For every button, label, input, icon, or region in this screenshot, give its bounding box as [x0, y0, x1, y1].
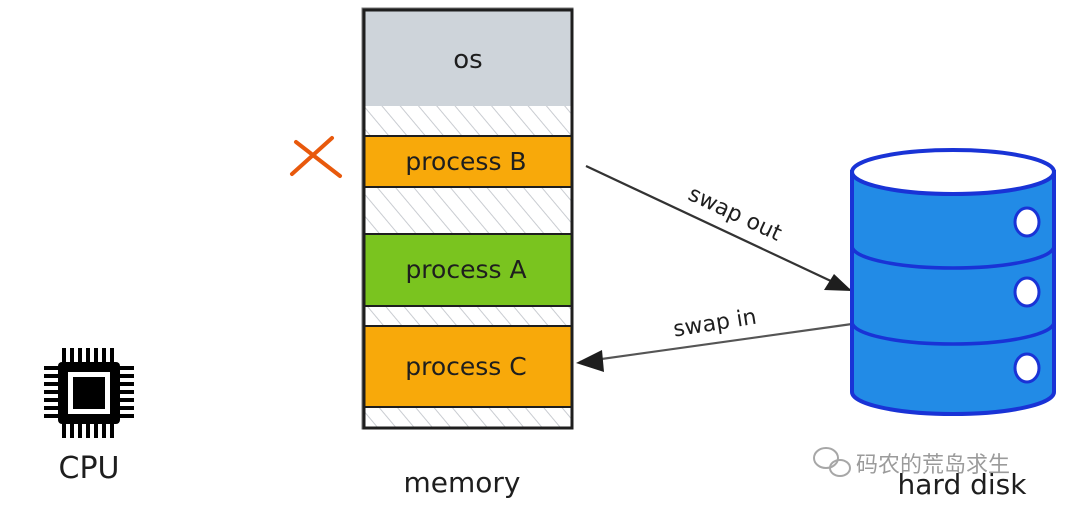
memory-block-os — [364, 10, 572, 106]
watermark-text: 码农的荒岛求生 — [856, 453, 1010, 478]
hard-disk-label: hard disk — [898, 468, 1028, 501]
memory-outline — [362, 8, 574, 430]
cross-icon — [290, 136, 342, 178]
memory-block-os-label: os — [453, 45, 482, 75]
memory-block-process-c-label: process C — [405, 352, 526, 381]
memory-column: os process B process A process C memory — [361, 7, 574, 499]
swap-in-label: swap in — [672, 305, 759, 343]
memory-label: memory — [404, 466, 521, 499]
swap-out-arrow: swap out — [585, 165, 852, 291]
cpu-chip-icon — [44, 348, 134, 438]
wechat-icon — [813, 447, 851, 477]
watermark: 码农的荒岛求生 — [813, 447, 1010, 478]
memory-block-process-a-label: process A — [405, 255, 526, 284]
disk-indicator-2 — [1013, 276, 1041, 308]
disk-indicator-3 — [1013, 352, 1041, 384]
memory-block-process-b — [363, 135, 573, 188]
swap-in-arrow: swap in — [576, 305, 853, 372]
disk-indicator-1 — [1013, 206, 1041, 238]
cpu-label: CPU — [59, 451, 120, 486]
memory-block-process-b-label: process B — [405, 147, 526, 176]
database-cylinder-icon — [850, 148, 1056, 416]
